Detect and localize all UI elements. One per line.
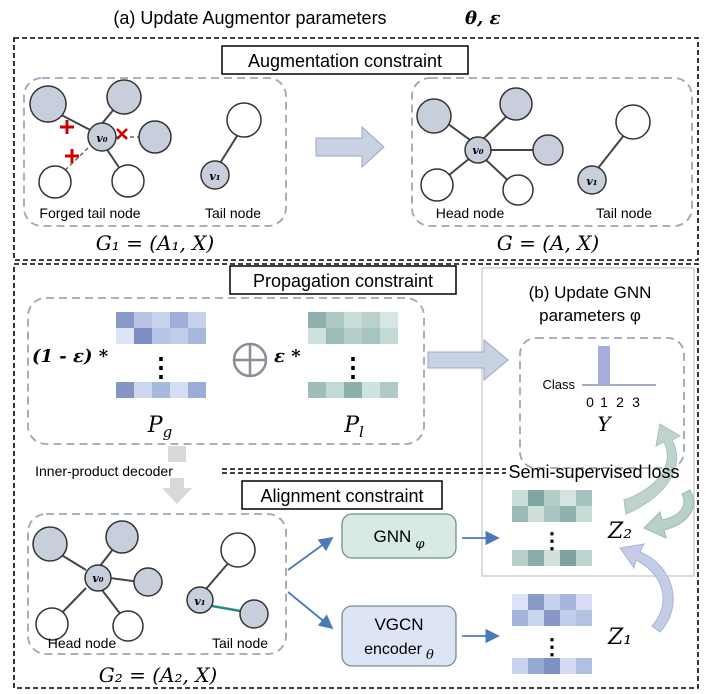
pl-dots: ⋮ xyxy=(340,352,366,382)
pg-label: Pg xyxy=(147,413,172,441)
z1-matrix xyxy=(512,594,592,674)
tail-node-label-right: Tail node xyxy=(596,205,652,221)
g2-equation: G₂ = (A₂, X) xyxy=(99,663,218,687)
class-tick-0: 0 xyxy=(586,394,594,410)
propagation-label: Propagation constraint xyxy=(253,271,433,291)
gnn-update-subtitle: parameters φ xyxy=(539,306,641,325)
g2-graph xyxy=(32,520,269,642)
g1-graph-box xyxy=(23,77,287,227)
g2-graph-box xyxy=(27,513,287,655)
g2-to-vgcn-arrow xyxy=(287,591,334,630)
z1-to-z2-arrow xyxy=(619,543,674,633)
label-y: Y xyxy=(597,412,612,436)
vgcn-encoder-box xyxy=(341,605,457,667)
g-graph xyxy=(416,87,651,206)
tail-node-label-left: Tail node xyxy=(205,205,261,221)
pl-label: Pl xyxy=(343,413,364,441)
g-v1-label: v₁ xyxy=(586,175,597,188)
z2-matrix xyxy=(512,490,592,566)
decoder-arrow-stem xyxy=(170,478,184,488)
label-y-box xyxy=(519,337,685,469)
decoder-arrow-head xyxy=(162,488,192,504)
vgcn-line1: VGCN xyxy=(374,615,423,634)
g2-v0-label: v₀ xyxy=(92,572,103,585)
augment-arrow xyxy=(315,125,385,169)
coef-right: ε * xyxy=(274,346,301,367)
lower-section xyxy=(13,263,699,689)
g2-to-gnn-arrow xyxy=(287,536,334,571)
alignment-label: Alignment constraint xyxy=(260,486,423,506)
head-node-label-right: Head node xyxy=(436,205,505,221)
z1-dots: ⋮ xyxy=(541,634,563,659)
semi-supervised-loss: Semi-supervised loss xyxy=(508,462,679,482)
class-tick-3: 3 xyxy=(632,394,640,410)
g1-v0-label: v₀ xyxy=(96,132,107,145)
class-tick-2: 2 xyxy=(616,394,624,410)
g1-graph xyxy=(29,79,262,199)
gnn-update-panel xyxy=(481,267,695,577)
pg-dots: ⋮ xyxy=(148,352,174,382)
class-bar xyxy=(598,346,610,385)
z2-label: Z₂ xyxy=(607,519,632,544)
g1-equation: G₁ = (A₁, X) xyxy=(96,231,215,255)
pl-matrix xyxy=(308,312,398,398)
augmentation-section xyxy=(13,37,699,261)
forged-tail-label: Forged tail node xyxy=(39,205,140,221)
tail-node-label-bottom: Tail node xyxy=(212,635,268,651)
decoder-arrow xyxy=(168,446,186,462)
propagation-to-gnn-arrow xyxy=(427,338,509,382)
g-v0-label: v₀ xyxy=(472,144,483,157)
add-edge-icon xyxy=(60,120,79,163)
figure-title: (a) Update Augmentor parameters xyxy=(113,8,386,28)
g-equation: G = (A, X) xyxy=(497,231,599,255)
propagation-label-box xyxy=(229,265,457,295)
decoder-label: Inner-product decoder xyxy=(35,463,173,479)
coef-left: (1 - ε) * xyxy=(32,346,109,367)
gnn-update-title: (b) Update GNN xyxy=(529,283,652,302)
g1-v1-label: v₁ xyxy=(209,170,220,183)
class-tick-1: 1 xyxy=(600,394,608,410)
propagation-box xyxy=(27,297,425,445)
gnn-encoder-box xyxy=(341,513,457,559)
vgcn-line2: encoder θ xyxy=(364,641,434,663)
augmentation-label-box xyxy=(221,45,469,75)
class-label: Class xyxy=(542,377,575,392)
head-node-label-bottom: Head node xyxy=(48,635,117,651)
z2-to-loss-arrow xyxy=(643,489,695,539)
title-math: θ, ε xyxy=(465,8,501,29)
g2-v1-label: v₁ xyxy=(194,595,205,608)
pg-matrix xyxy=(116,312,206,398)
alignment-label-box xyxy=(241,480,443,510)
z2-dots: ⋮ xyxy=(541,528,563,553)
g-graph-box xyxy=(411,77,693,227)
loss-to-y-arrow xyxy=(623,423,682,515)
z1-label: Z₁ xyxy=(607,625,632,650)
augmentation-label: Augmentation constraint xyxy=(248,51,442,71)
oplus-icon xyxy=(232,342,268,378)
remove-edge-icon xyxy=(116,128,128,140)
